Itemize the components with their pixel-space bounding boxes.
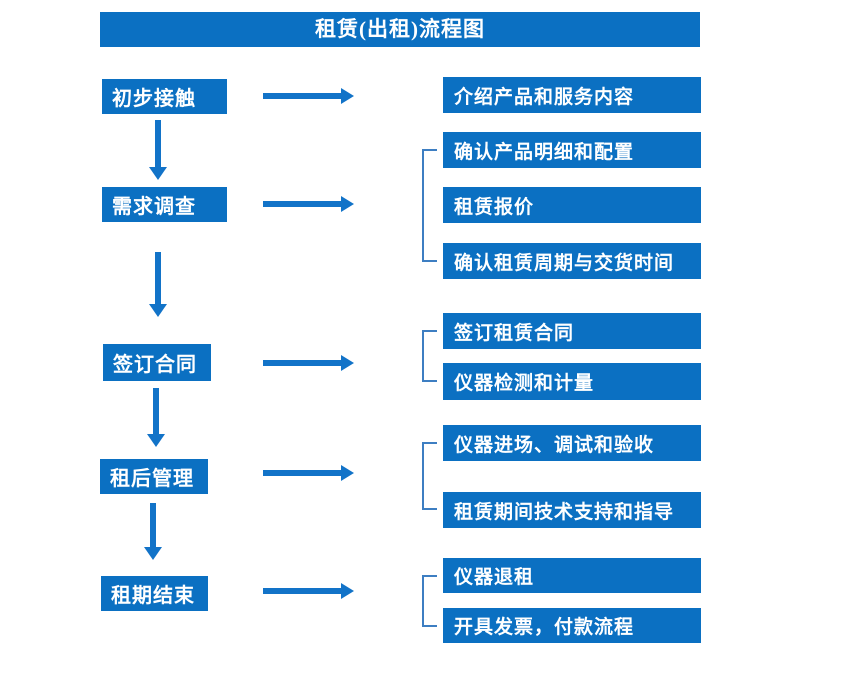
arrow-head-icon — [149, 167, 167, 180]
detail-confirm-product-details: 确认产品明细和配置 — [443, 132, 701, 168]
down-arrow-3 — [147, 388, 165, 447]
detail-rental-quote: 租赁报价 — [443, 187, 701, 223]
down-arrow-1 — [149, 120, 167, 180]
group-bracket-stage5 — [422, 575, 437, 627]
arrow-head-icon — [341, 583, 354, 599]
arrow-shaft — [153, 388, 159, 434]
group-bracket-stage4 — [422, 442, 437, 510]
arrow-head-icon — [149, 304, 167, 317]
stage-sign-contract: 签订合同 — [103, 344, 211, 381]
group-bracket-stage2 — [422, 149, 437, 262]
detail-sign-rental-contract: 签订租赁合同 — [443, 313, 701, 349]
detail-instrument-inspection: 仪器检测和计量 — [443, 363, 701, 400]
right-arrow-2 — [263, 196, 354, 212]
arrow-shaft — [150, 503, 156, 547]
arrow-head-icon — [341, 355, 354, 371]
arrow-head-icon — [147, 434, 165, 447]
stage-initial-contact: 初步接触 — [102, 79, 227, 114]
arrow-head-icon — [144, 547, 162, 560]
down-arrow-2 — [149, 252, 167, 317]
arrow-shaft — [155, 120, 161, 167]
diagram-title: 租赁(出租)流程图 — [100, 12, 700, 47]
detail-instrument-setup-acceptance: 仪器进场、调试和验收 — [443, 425, 701, 461]
arrow-shaft — [263, 360, 341, 366]
arrow-shaft — [263, 93, 341, 99]
detail-instrument-return: 仪器退租 — [443, 558, 701, 593]
right-arrow-4 — [263, 465, 354, 481]
arrow-shaft — [263, 201, 341, 207]
stage-demand-survey: 需求调查 — [102, 187, 227, 222]
detail-invoice-payment: 开具发票，付款流程 — [443, 608, 701, 643]
arrow-head-icon — [341, 465, 354, 481]
right-arrow-3 — [263, 355, 354, 371]
arrow-shaft — [155, 252, 161, 304]
stage-post-rental-management: 租后管理 — [100, 459, 208, 494]
arrow-head-icon — [341, 196, 354, 212]
right-arrow-5 — [263, 583, 354, 599]
arrow-head-icon — [341, 88, 354, 104]
down-arrow-4 — [144, 503, 162, 560]
detail-technical-support: 租赁期间技术支持和指导 — [443, 492, 701, 528]
right-arrow-1 — [263, 88, 354, 104]
stage-rental-end: 租期结束 — [101, 576, 208, 611]
group-bracket-stage3 — [422, 330, 437, 382]
arrow-shaft — [263, 470, 341, 476]
detail-confirm-rental-period: 确认租赁周期与交货时间 — [443, 243, 701, 279]
detail-introduce-products: 介绍产品和服务内容 — [443, 77, 701, 113]
arrow-shaft — [263, 588, 341, 594]
